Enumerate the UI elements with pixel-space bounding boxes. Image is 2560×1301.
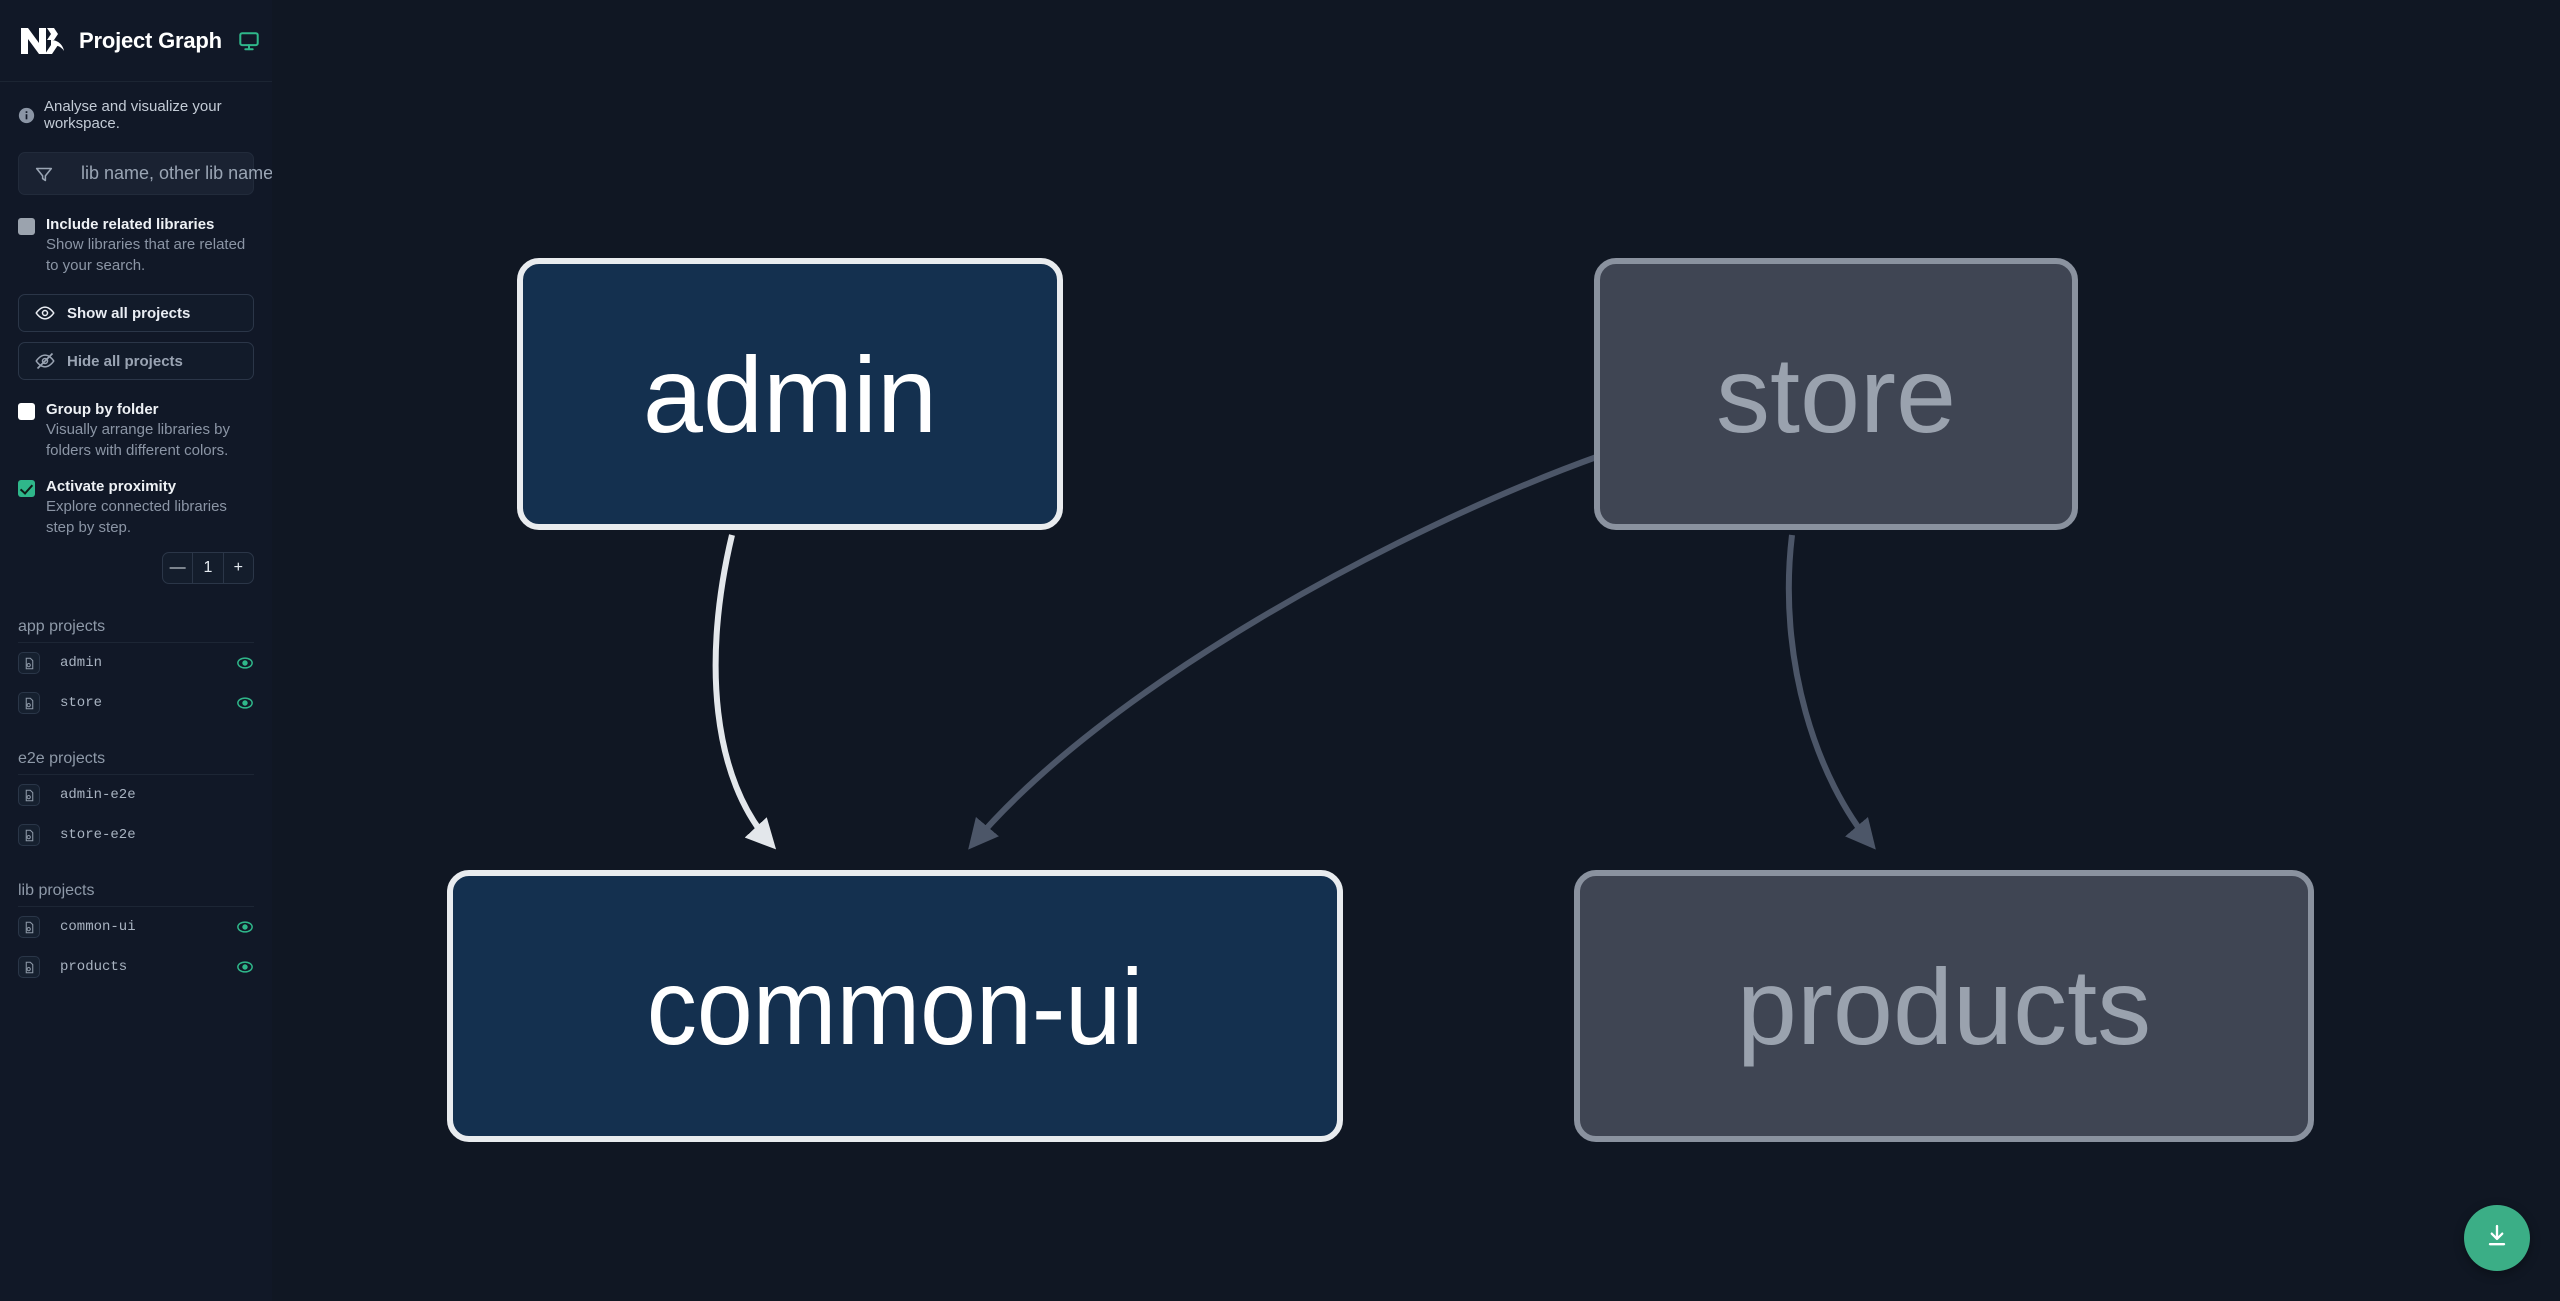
graph-node-label: products [1736, 945, 2152, 1067]
option-activate-proximity[interactable]: Activate proximity Explore connected lib… [0, 461, 272, 538]
group-rule [18, 906, 254, 907]
filter-icon [33, 163, 55, 185]
hide-all-projects-button[interactable]: Hide all projects [18, 342, 254, 380]
activate-proximity-checkbox[interactable] [18, 480, 35, 497]
show-all-projects-button[interactable]: Show all projects [18, 294, 254, 332]
project-row-store[interactable]: store [0, 683, 272, 723]
group-by-folder-checkbox[interactable] [18, 403, 35, 420]
download-image-button[interactable] [2464, 1205, 2530, 1271]
show-all-projects-label: Show all projects [67, 304, 191, 322]
graph-edges [712, 452, 1876, 850]
project-name: store-e2e [60, 827, 136, 843]
group-by-folder-description: Visually arrange libraries by folders wi… [46, 421, 230, 459]
eye-off-icon [35, 351, 55, 371]
project-row-common-ui[interactable]: common-ui [0, 907, 272, 947]
download-icon [2483, 1222, 2511, 1255]
hide-all-projects-label: Hide all projects [67, 352, 183, 370]
project-file-icon [18, 956, 40, 978]
sidebar: Project Graph Analyse and visualize your… [0, 0, 272, 1301]
project-row-admin[interactable]: admin [0, 643, 272, 683]
option-group-by-folder[interactable]: Group by folder Visually arrange librari… [0, 380, 272, 461]
project-row-products[interactable]: products [0, 947, 272, 987]
eye-visible-icon[interactable] [236, 694, 254, 712]
project-name: products [60, 959, 128, 975]
project-name: admin-e2e [60, 787, 136, 803]
activate-proximity-label: Activate proximity [46, 478, 177, 495]
edge-store-to-products [1785, 534, 1876, 850]
include-related-description: Show libraries that are related to your … [46, 236, 246, 274]
project-name: common-ui [60, 919, 136, 935]
group-by-folder-label: Group by folder [46, 401, 159, 418]
graph-node-store[interactable]: store [1594, 258, 2078, 530]
graph-node-label: admin [642, 333, 938, 455]
eye-visible-icon[interactable] [236, 918, 254, 936]
graph-node-label: common-ui [646, 945, 1144, 1067]
proximity-increment-button[interactable]: + [233, 559, 243, 576]
eye-icon [35, 303, 55, 323]
project-row-admin-e2e[interactable]: admin-e2e [0, 775, 272, 815]
stepper-divider-left [192, 553, 194, 583]
project-file-icon [18, 784, 40, 806]
search-field[interactable] [18, 152, 272, 195]
project-name: admin [60, 655, 103, 671]
project-file-icon [18, 692, 40, 714]
graph-canvas[interactable]: admin store common-ui products [272, 0, 2560, 1301]
proximity-value: 1 [203, 559, 213, 576]
graph-node-label: store [1715, 333, 1957, 455]
page-title: Project Graph [79, 27, 222, 53]
project-file-icon [18, 916, 40, 938]
activate-proximity-description: Explore connected libraries step by step… [46, 498, 227, 536]
project-file-icon [18, 652, 40, 674]
group-rule [18, 774, 254, 775]
stepper-divider-right [222, 553, 224, 583]
tagline-text: Analyse and visualize your workspace. [44, 98, 222, 132]
edge-store-to-common-ui [968, 452, 1604, 850]
group-title-lib-projects: lib projects [18, 882, 95, 899]
graph-node-admin[interactable]: admin [517, 258, 1063, 530]
include-related-checkbox[interactable] [18, 218, 35, 235]
project-row-store-e2e[interactable]: store-e2e [0, 815, 272, 855]
project-name: store [60, 695, 103, 711]
include-related-label: Include related libraries [46, 216, 215, 233]
tagline: Analyse and visualize your workspace. [0, 82, 272, 146]
monitor-icon[interactable] [238, 30, 260, 52]
search-input[interactable] [68, 163, 272, 184]
project-file-icon [18, 824, 40, 846]
info-icon [18, 107, 35, 124]
edge-admin-to-common-ui [712, 534, 777, 850]
graph-node-products[interactable]: products [1574, 870, 2314, 1142]
proximity-decrement-button[interactable]: — [169, 559, 186, 576]
graph-node-common-ui[interactable]: common-ui [447, 870, 1343, 1142]
eye-visible-icon[interactable] [236, 958, 254, 976]
proximity-stepper[interactable]: — 1 + [162, 552, 254, 584]
group-title-e2e-projects: e2e projects [18, 750, 106, 767]
group-rule [18, 642, 254, 643]
eye-visible-icon[interactable] [236, 654, 254, 672]
group-title-app-projects: app projects [18, 618, 106, 635]
nx-logo-icon [18, 24, 66, 58]
option-include-related[interactable]: Include related libraries Show libraries… [0, 195, 272, 276]
sidebar-header: Project Graph [0, 0, 272, 82]
